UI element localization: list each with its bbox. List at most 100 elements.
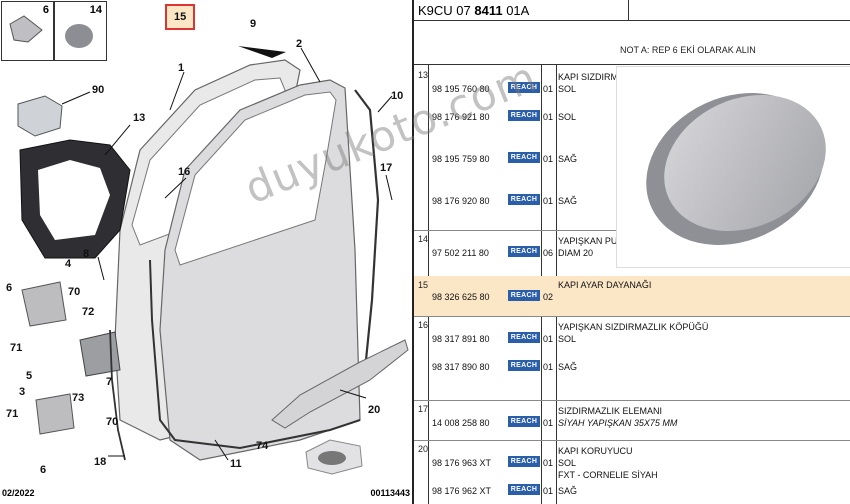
callout-10: 10 (391, 90, 404, 102)
reach-badge: REACH (508, 110, 540, 121)
reach-badge: REACH (508, 194, 540, 205)
description-side: SOL (558, 112, 577, 122)
reach-badge: REACH (508, 484, 540, 495)
item-number: 16 (418, 320, 429, 330)
panel-divider (412, 0, 414, 504)
part-number[interactable]: 98 176 962 XT (432, 486, 492, 496)
table-row-16[interactable]: 16 98 317 891 80 REACH 01 YAPIŞKAN SIZDI… (414, 316, 850, 401)
clip-icon (9, 15, 43, 43)
reach-badge: REACH (508, 290, 540, 301)
item-number: 17 (418, 404, 429, 414)
reference-suffix: 01A (502, 3, 530, 18)
description-detail: DIAM 20 (558, 248, 594, 258)
item-number: 13 (418, 70, 429, 80)
part-number[interactable]: 98 176 921 80 (432, 112, 490, 122)
reach-badge: REACH (508, 416, 540, 427)
callout-6b: 6 (40, 464, 47, 476)
callout-15-label: 15 (174, 11, 187, 23)
part-number[interactable]: 98 195 760 80 (432, 84, 490, 94)
quantity: 01 (543, 196, 554, 206)
parts-diagram: 6 14 15 9 90 1 2 10 13 16 17 8 4 6 70 72… (0, 0, 412, 504)
table-row-17[interactable]: 17 14 008 258 80 REACH 01 SIZDIRMAZLIK E… (414, 400, 850, 441)
callout-18: 18 (94, 456, 107, 468)
callout-7: 7 (106, 376, 113, 388)
callout-74: 74 (256, 440, 269, 452)
callout-13: 13 (133, 112, 146, 124)
part-number[interactable]: 98 317 890 80 (432, 362, 490, 372)
callout-70b: 70 (106, 416, 119, 428)
part-number[interactable]: 98 195 759 80 (432, 154, 490, 164)
item-number: 15 (418, 280, 429, 290)
callout-11: 11 (230, 458, 242, 470)
description-detail: FXT - CORNELIE SİYAH (558, 470, 658, 480)
quantity: 06 (543, 248, 554, 258)
callout-4: 4 (65, 258, 72, 270)
callout-16: 16 (178, 166, 191, 178)
part-number[interactable]: 98 317 891 80 (432, 334, 490, 344)
reach-badge: REACH (508, 82, 540, 93)
diagram-drawing (17, 46, 409, 475)
quantity: 02 (543, 292, 554, 302)
callout-71b: 71 (6, 408, 19, 420)
thumbnail-part-14: 14 (54, 1, 107, 61)
reference-header: K9CU 07 8411 01A (414, 0, 850, 21)
description-side: SOL (558, 84, 577, 94)
quantity: 01 (543, 362, 554, 372)
quantity: 01 (543, 334, 554, 344)
part-number[interactable]: 98 176 920 80 (432, 196, 490, 206)
part-15-render (646, 93, 826, 245)
note-text: NOT A: REP 6 EKİ OLARAK ALIN (620, 45, 756, 55)
quantity: 01 (543, 154, 554, 164)
reach-badge: REACH (508, 152, 540, 163)
callout-90: 90 (92, 84, 105, 96)
parts-table: K9CU 07 8411 01A NOT A: REP 6 EKİ OLARAK… (414, 0, 850, 504)
description: KAPI AYAR DAYANAĞI (558, 280, 652, 290)
quantity: 01 (543, 458, 554, 468)
callout-5: 5 (26, 370, 33, 382)
reach-badge: REACH (508, 360, 540, 371)
reference-code: K9CU 07 8411 01A (418, 3, 529, 18)
callout-8: 8 (83, 248, 90, 260)
quantity: 01 (543, 418, 554, 428)
reference-divider (628, 0, 629, 20)
callout-2: 2 (296, 38, 303, 50)
figure-id: 00113443 (370, 488, 410, 498)
part-number[interactable]: 97 502 211 80 (432, 248, 489, 258)
table-row-20[interactable]: 20 98 176 963 XT REACH 01 KAPI KORUYUCU … (414, 440, 850, 504)
thumbnail-part-6: 6 (1, 1, 54, 61)
part-number[interactable]: 98 326 625 80 (432, 292, 490, 302)
callout-17: 17 (380, 162, 393, 174)
callout-70a: 70 (68, 286, 81, 298)
note-box: NOT A: REP 6 EKİ OLARAK ALIN (414, 20, 850, 65)
quantity: 01 (543, 84, 554, 94)
item-number: 20 (418, 444, 429, 454)
item-number: 14 (418, 234, 429, 244)
reach-badge: REACH (508, 246, 540, 257)
callout-71a: 71 (10, 342, 23, 354)
part-number[interactable]: 98 176 963 XT (432, 458, 492, 468)
reach-badge: REACH (508, 332, 540, 343)
thumbnail-6-label: 6 (42, 4, 49, 16)
highlighted-callout-15[interactable]: 15 (165, 4, 195, 30)
reference-bold: 8411 (474, 3, 503, 18)
washer-icon (65, 24, 93, 48)
callout-73: 73 (72, 392, 85, 404)
part-number[interactable]: 14 008 258 80 (432, 418, 490, 428)
description-side: SAĞ (558, 362, 578, 372)
description: YAPIŞKAN SIZDIRMAZLIK KÖPÜĞÜ (558, 322, 709, 332)
callout-72: 72 (82, 306, 95, 318)
description-detail: SİYAH YAPIŞKAN 35X75 MM (558, 418, 678, 428)
description-side: SAĞ (558, 486, 578, 496)
description-side: SAĞ (558, 196, 578, 206)
part-preview-image (616, 66, 850, 268)
description-side: SOL (558, 334, 577, 344)
table-row-15[interactable]: 15 98 326 625 80 REACH 02 KAPI AYAR DAYA… (414, 276, 850, 317)
quantity: 01 (543, 486, 554, 496)
description: KAPI KORUYUCU (558, 446, 633, 456)
reach-badge: REACH (508, 456, 540, 467)
diagram-date: 02/2022 (2, 488, 35, 498)
callout-3: 3 (19, 386, 26, 398)
description: YAPIŞKAN PUL (558, 236, 623, 246)
callout-20: 20 (368, 404, 381, 416)
quantity: 01 (543, 112, 554, 122)
